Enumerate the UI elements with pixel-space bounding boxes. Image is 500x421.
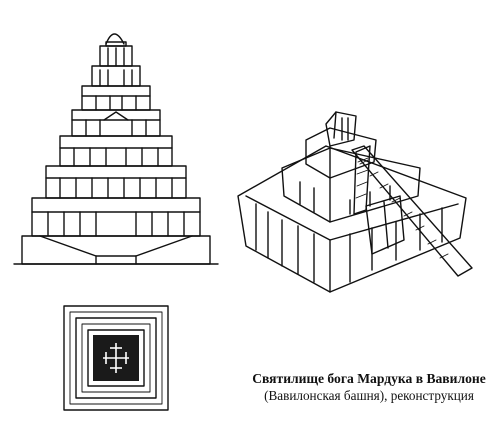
cross-emblem-icon (103, 343, 129, 373)
ziggurat-plan-drawing (63, 305, 169, 411)
caption-subtitle: (Вавилонская башня), реконструкция (264, 388, 474, 403)
ziggurat-perspective-drawing (237, 111, 473, 293)
caption-title: Святилище бога Мардука в Вавилоне (252, 371, 486, 386)
ziggurat-elevation-drawing (13, 33, 219, 265)
